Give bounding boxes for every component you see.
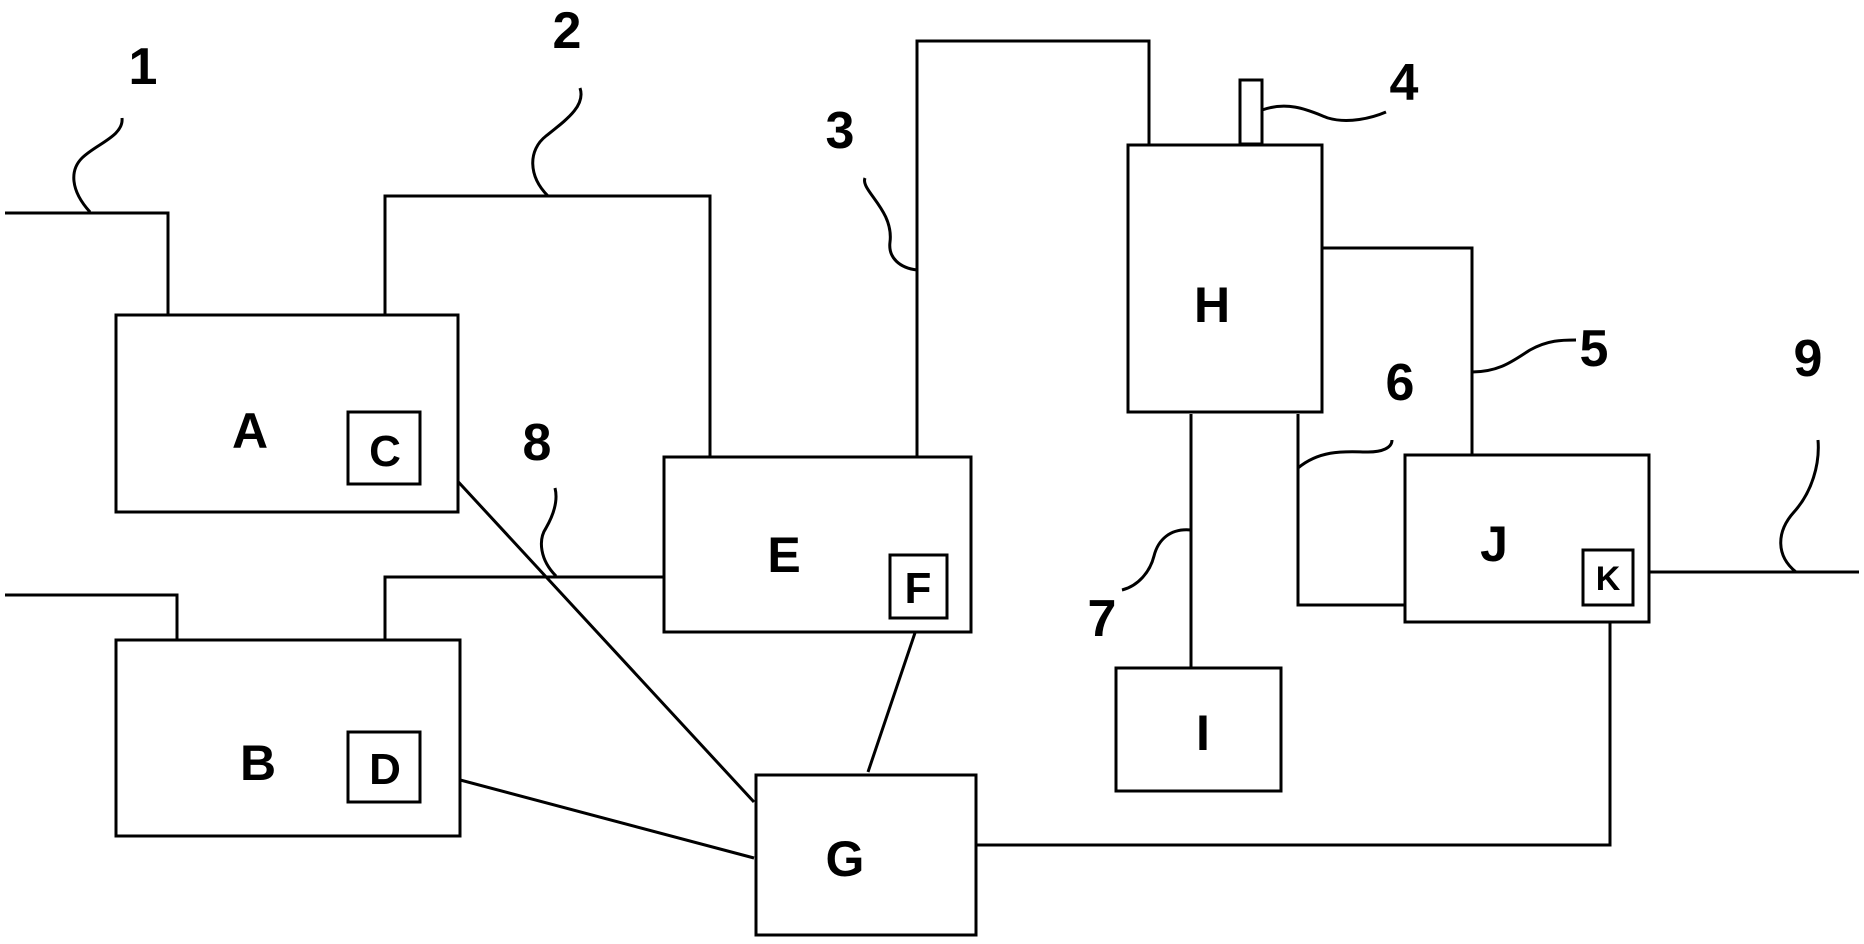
leader-1	[72, 117, 124, 214]
box-g-label: G	[826, 831, 865, 887]
callout-7: 7	[1088, 590, 1117, 648]
box-d-label: D	[369, 745, 401, 794]
box-j-label: J	[1480, 516, 1508, 572]
box-h-label: H	[1194, 277, 1230, 333]
leader-9	[1779, 439, 1820, 574]
leader-6	[1297, 439, 1394, 470]
callout-2: 2	[553, 2, 582, 60]
box-c: C	[346, 410, 422, 486]
callout-1: 1	[129, 38, 158, 96]
box-k: K	[1581, 548, 1635, 607]
box-k-label: K	[1596, 560, 1621, 598]
callout-6: 6	[1386, 354, 1415, 412]
callout-8: 8	[523, 414, 552, 472]
box-h: H	[1126, 143, 1324, 414]
box-a-label: A	[232, 403, 268, 459]
leader-3	[863, 177, 918, 272]
leader-4	[1261, 104, 1387, 122]
leader-2	[531, 87, 583, 198]
box-c-label: C	[369, 427, 401, 476]
pipe-5	[1322, 246, 1474, 495]
leader-8	[539, 487, 558, 578]
signal-k-g	[975, 605, 1612, 847]
leader-7	[1121, 528, 1192, 592]
stack-4	[1238, 78, 1264, 146]
callout-9: 9	[1794, 330, 1823, 388]
leader-5	[1471, 338, 1577, 374]
box-g: G	[754, 773, 978, 937]
callout-4: 4	[1390, 54, 1419, 112]
box-f: F	[888, 553, 949, 620]
callout-3: 3	[826, 102, 855, 160]
signal-d-g	[414, 766, 755, 860]
box-i-label: I	[1196, 705, 1210, 761]
box-d: D	[346, 730, 422, 804]
box-f-label: F	[905, 564, 932, 613]
signal-c-g	[413, 433, 756, 804]
box-b-label: B	[240, 735, 276, 791]
box-e-label: E	[767, 527, 800, 583]
callout-5: 5	[1580, 320, 1609, 378]
signal-f-g	[866, 617, 922, 773]
box-i: I	[1114, 666, 1283, 793]
